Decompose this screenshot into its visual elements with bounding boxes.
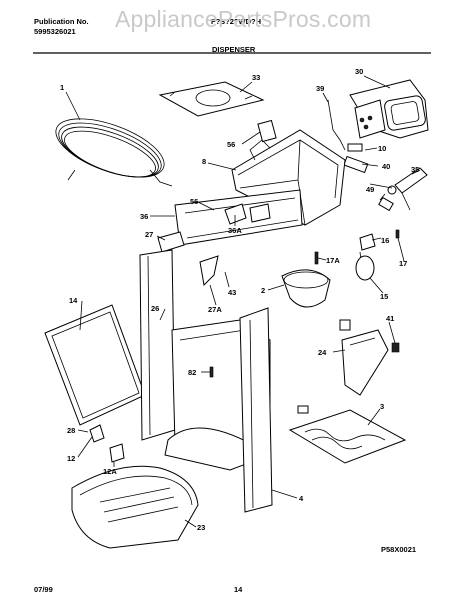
part-23-drip-tray <box>71 465 199 549</box>
callout-3: 3 <box>380 402 384 411</box>
callout-26: 26 <box>151 304 159 313</box>
callout-12: 12 <box>67 454 75 463</box>
callout-24: 24 <box>318 348 327 357</box>
part-14-door-panel <box>44 304 146 426</box>
part-17a-screw <box>314 251 319 265</box>
callout-1: 1 <box>60 83 64 92</box>
callout-4: 4 <box>299 494 304 503</box>
part-33-cover-plate <box>158 81 265 117</box>
callout-36a: 36A <box>228 226 242 235</box>
callout-17: 17 <box>399 259 407 268</box>
callout-40: 40 <box>382 162 390 171</box>
leader-lines <box>65 75 421 528</box>
part-1-tubing-coil <box>55 118 173 187</box>
callout-12a: 12A <box>103 467 117 476</box>
diagram-code: P58X0021 <box>381 545 417 554</box>
callout-56-mid: 56 <box>190 197 198 206</box>
callout-43: 43 <box>228 288 236 297</box>
callout-15: 15 <box>380 292 388 301</box>
part-3-heater <box>288 405 407 464</box>
callout-10: 10 <box>378 144 386 153</box>
part-15-16-light <box>355 229 400 281</box>
callout-49: 49 <box>366 185 374 194</box>
part-12-clips <box>89 424 125 463</box>
callout-14: 14 <box>69 296 78 305</box>
callout-35: 35 <box>411 165 419 174</box>
callout-27a: 27A <box>208 305 222 314</box>
part-27-hinge <box>157 231 219 287</box>
callout-39: 39 <box>316 84 324 93</box>
page-number: 14 <box>234 585 243 594</box>
footer-date: 07/99 <box>34 585 53 594</box>
callout-36: 36 <box>140 212 148 221</box>
callout-17a: 17A <box>326 256 340 265</box>
callout-8: 8 <box>202 157 206 166</box>
callout-56-top: 56 <box>227 140 235 149</box>
callout-labels: 1 33 30 39 10 40 49 35 56 8 56 36 36A 27… <box>60 67 419 532</box>
callout-2: 2 <box>261 286 265 295</box>
callout-28: 28 <box>67 426 75 435</box>
callout-16: 16 <box>381 236 389 245</box>
part-24-funnel <box>339 319 400 396</box>
publication-number: 5995326021 <box>34 27 76 36</box>
publication-label: Publication No. <box>34 17 89 26</box>
model-number: F?S?2?WD?H <box>211 17 261 26</box>
part-4-front-panel <box>239 307 273 513</box>
section-title: DISPENSER <box>212 45 256 54</box>
part-36-bracket <box>174 189 303 246</box>
callout-23: 23 <box>197 523 205 532</box>
callout-33: 33 <box>252 73 260 82</box>
watermark: AppliancePartsPros.com <box>115 6 372 32</box>
part-30-filter-housing <box>349 79 429 139</box>
part-39-40-wiring <box>327 99 369 174</box>
part-82-screw <box>209 366 214 378</box>
callout-82: 82 <box>188 368 196 377</box>
callout-27: 27 <box>145 230 153 239</box>
part-2-shroud <box>281 269 331 308</box>
callout-30: 30 <box>355 67 363 76</box>
part-35-valve <box>378 167 428 212</box>
callout-41: 41 <box>386 314 394 323</box>
